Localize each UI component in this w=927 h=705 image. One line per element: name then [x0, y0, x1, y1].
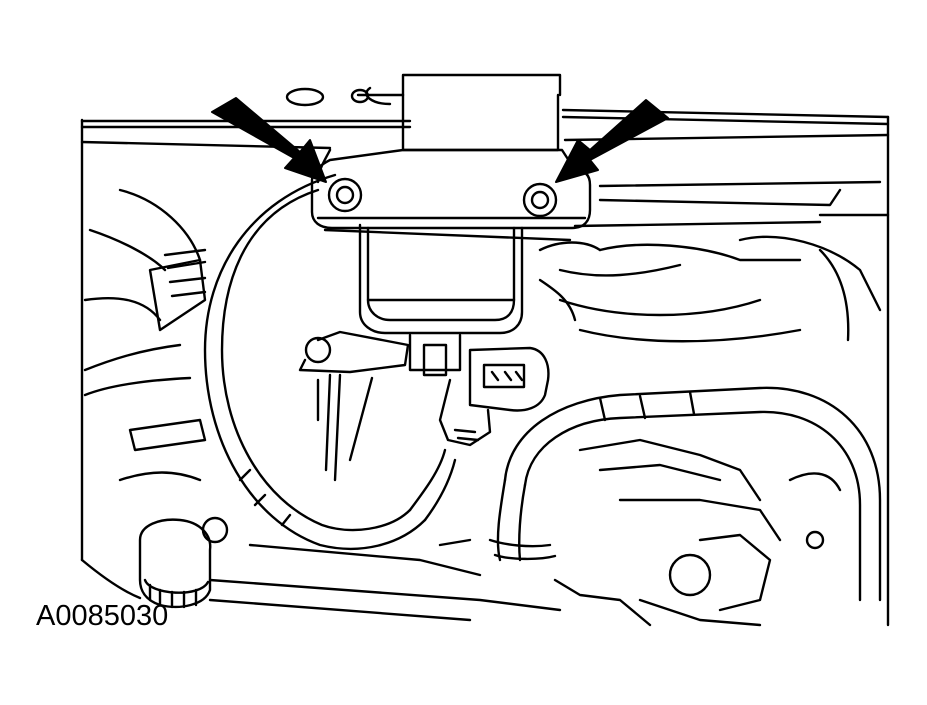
sensor-top-housing	[285, 73, 562, 184]
hose-loop-left	[203, 173, 457, 551]
sensor-lower-body	[358, 223, 524, 335]
floor-lines	[208, 538, 562, 622]
upper-right-components	[538, 235, 882, 343]
left-bolt	[327, 177, 363, 213]
round-cap	[138, 516, 229, 609]
top-rail	[80, 108, 890, 228]
mounting-flange	[310, 148, 592, 242]
right-bolt	[522, 182, 558, 218]
right-arrow-icon	[555, 99, 669, 183]
electrical-connector	[408, 333, 550, 447]
hose-right	[488, 386, 882, 602]
bracket	[298, 330, 410, 482]
lower-right-components	[553, 438, 842, 627]
figure-id-label: A0085030	[36, 600, 169, 632]
wiring-harness	[83, 188, 207, 482]
left-arrow-icon	[211, 97, 327, 183]
frame-edges	[80, 115, 890, 627]
